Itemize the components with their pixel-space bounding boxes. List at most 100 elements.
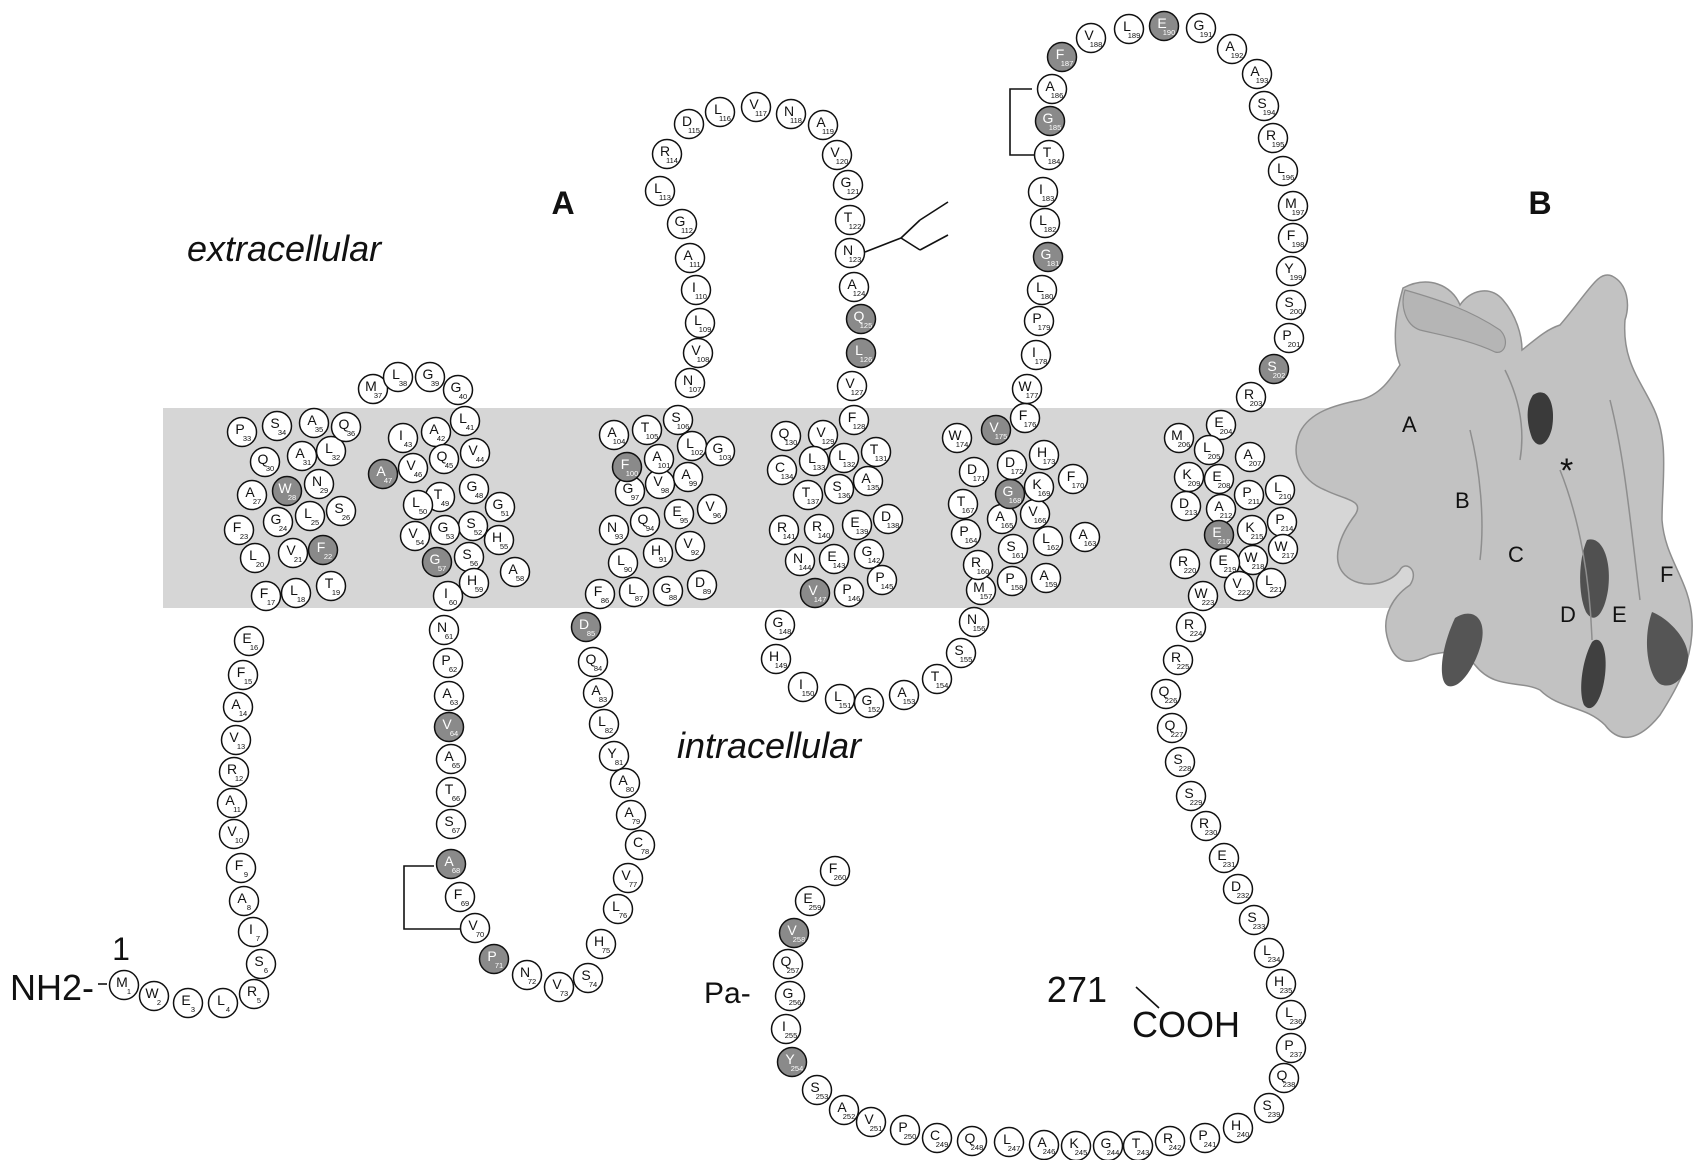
residue-K209: K209: [1175, 463, 1204, 492]
residue-number: 155: [960, 655, 973, 664]
residue-number: 123: [849, 255, 862, 264]
residue-L205: L205: [1195, 436, 1224, 465]
residue-H75: H75: [587, 930, 616, 959]
residue-number: 32: [332, 453, 340, 462]
residue-V92: V92: [676, 532, 705, 561]
residue-number: 42: [437, 434, 445, 443]
residue-D172: D172: [998, 451, 1027, 480]
residue-number: 83: [599, 695, 607, 704]
residue-P158: P158: [998, 567, 1027, 596]
residue-number: 234: [1268, 955, 1281, 964]
residue-number: 74: [589, 980, 597, 989]
residue-V70: V70: [461, 914, 490, 943]
residue-R224: R224: [1177, 613, 1206, 642]
residue-F17: F17: [252, 582, 281, 611]
residue-number: 160: [977, 567, 990, 576]
residue-number: 81: [615, 758, 623, 767]
residue-number: 169: [1038, 489, 1051, 498]
residue-V222: V222: [1225, 572, 1254, 601]
residue-number: 112: [681, 226, 693, 235]
residue-number: 10: [235, 836, 243, 845]
residue-number: 15: [244, 677, 252, 686]
residue-L76: L76: [604, 895, 633, 924]
residue-S233: S233: [1240, 906, 1269, 935]
residue-number: 223: [1202, 598, 1215, 607]
residue-T154: T154: [923, 665, 952, 694]
residue-number: 44: [476, 455, 484, 464]
residue-P241: P241: [1191, 1124, 1220, 1153]
residue-number: 207: [1249, 459, 1262, 468]
residue-L38: L38: [384, 363, 413, 392]
residue-number: 228: [1179, 764, 1192, 773]
residue-number: 247: [1008, 1144, 1021, 1153]
residue-P250: P250: [891, 1116, 920, 1145]
residue-number: 206: [1178, 440, 1191, 449]
residue-number: 231: [1223, 860, 1236, 869]
residue-T131: T131: [862, 438, 891, 467]
residue-number: 120: [836, 157, 849, 166]
residue-number: 22: [324, 552, 332, 561]
residue-A35: A35: [300, 409, 329, 438]
residue-number: 5: [257, 996, 261, 1005]
residue-G148: G148: [766, 611, 795, 640]
residue-number: 144: [799, 563, 812, 572]
residue-P164: P164: [952, 520, 981, 549]
residue-number: 171: [973, 474, 986, 483]
residue-number: 220: [1184, 566, 1197, 575]
residue-number: 26: [342, 513, 350, 522]
residue-number: 132: [843, 460, 856, 469]
residue-P201: P201: [1275, 324, 1304, 353]
residue-P62: P62: [434, 649, 463, 678]
residue-number: 250: [904, 1132, 917, 1141]
residue-number: 195: [1272, 140, 1285, 149]
residue-S67: S67: [437, 810, 466, 839]
residue-L20: L20: [241, 544, 270, 573]
residue-E231: E231: [1210, 844, 1239, 873]
residue-L116: L116: [706, 98, 735, 127]
residue-number: 86: [601, 596, 609, 605]
residue-number: 126: [860, 355, 873, 364]
residue-number: 94: [646, 524, 654, 533]
residue-number: 38: [399, 379, 407, 388]
residue-R5: R5: [240, 980, 269, 1009]
residue-letter: S: [254, 953, 263, 969]
residue-I60: I60: [434, 582, 463, 611]
residue-Y254: Y254: [778, 1048, 807, 1077]
residue-N107: N107: [676, 369, 705, 398]
residue-S74: S74: [574, 964, 603, 993]
residue-L180: L180: [1028, 276, 1057, 305]
residue-S56: S56: [455, 543, 484, 572]
residue-number: 28: [288, 493, 296, 502]
residue-number: 177: [1026, 391, 1039, 400]
residue-number: 30: [266, 464, 274, 473]
residue-number: 57: [438, 564, 446, 573]
residue-G40: G40: [444, 376, 473, 405]
residue-number: 211: [1248, 497, 1260, 506]
residue-number: 6: [264, 966, 268, 975]
residue-T66: T66: [437, 778, 466, 807]
residue-number: 17: [267, 598, 275, 607]
residue-L133: L133: [800, 447, 829, 476]
residue-V73: V73: [545, 973, 574, 1002]
residue-number: 252: [843, 1112, 856, 1121]
residue-number: 118: [790, 116, 802, 125]
residue-T19: T19: [317, 572, 346, 601]
residue-number: 104: [613, 437, 626, 446]
residue-G39: G39: [416, 363, 445, 392]
residue-number: 137: [807, 497, 820, 506]
residue-number: 153: [903, 697, 916, 706]
residue-D89: D89: [688, 571, 717, 600]
residue-Q238: Q238: [1270, 1064, 1299, 1093]
palmitoyl-label: Pa-: [704, 977, 751, 1010]
residue-G152: G152: [855, 689, 884, 718]
residue-number: 84: [594, 664, 602, 673]
residue-A207: A207: [1236, 443, 1265, 472]
residue-number: 33: [243, 434, 251, 443]
residue-number: 204: [1220, 427, 1233, 436]
residue-number: 75: [602, 946, 610, 955]
residue-number: 193: [1256, 76, 1269, 85]
